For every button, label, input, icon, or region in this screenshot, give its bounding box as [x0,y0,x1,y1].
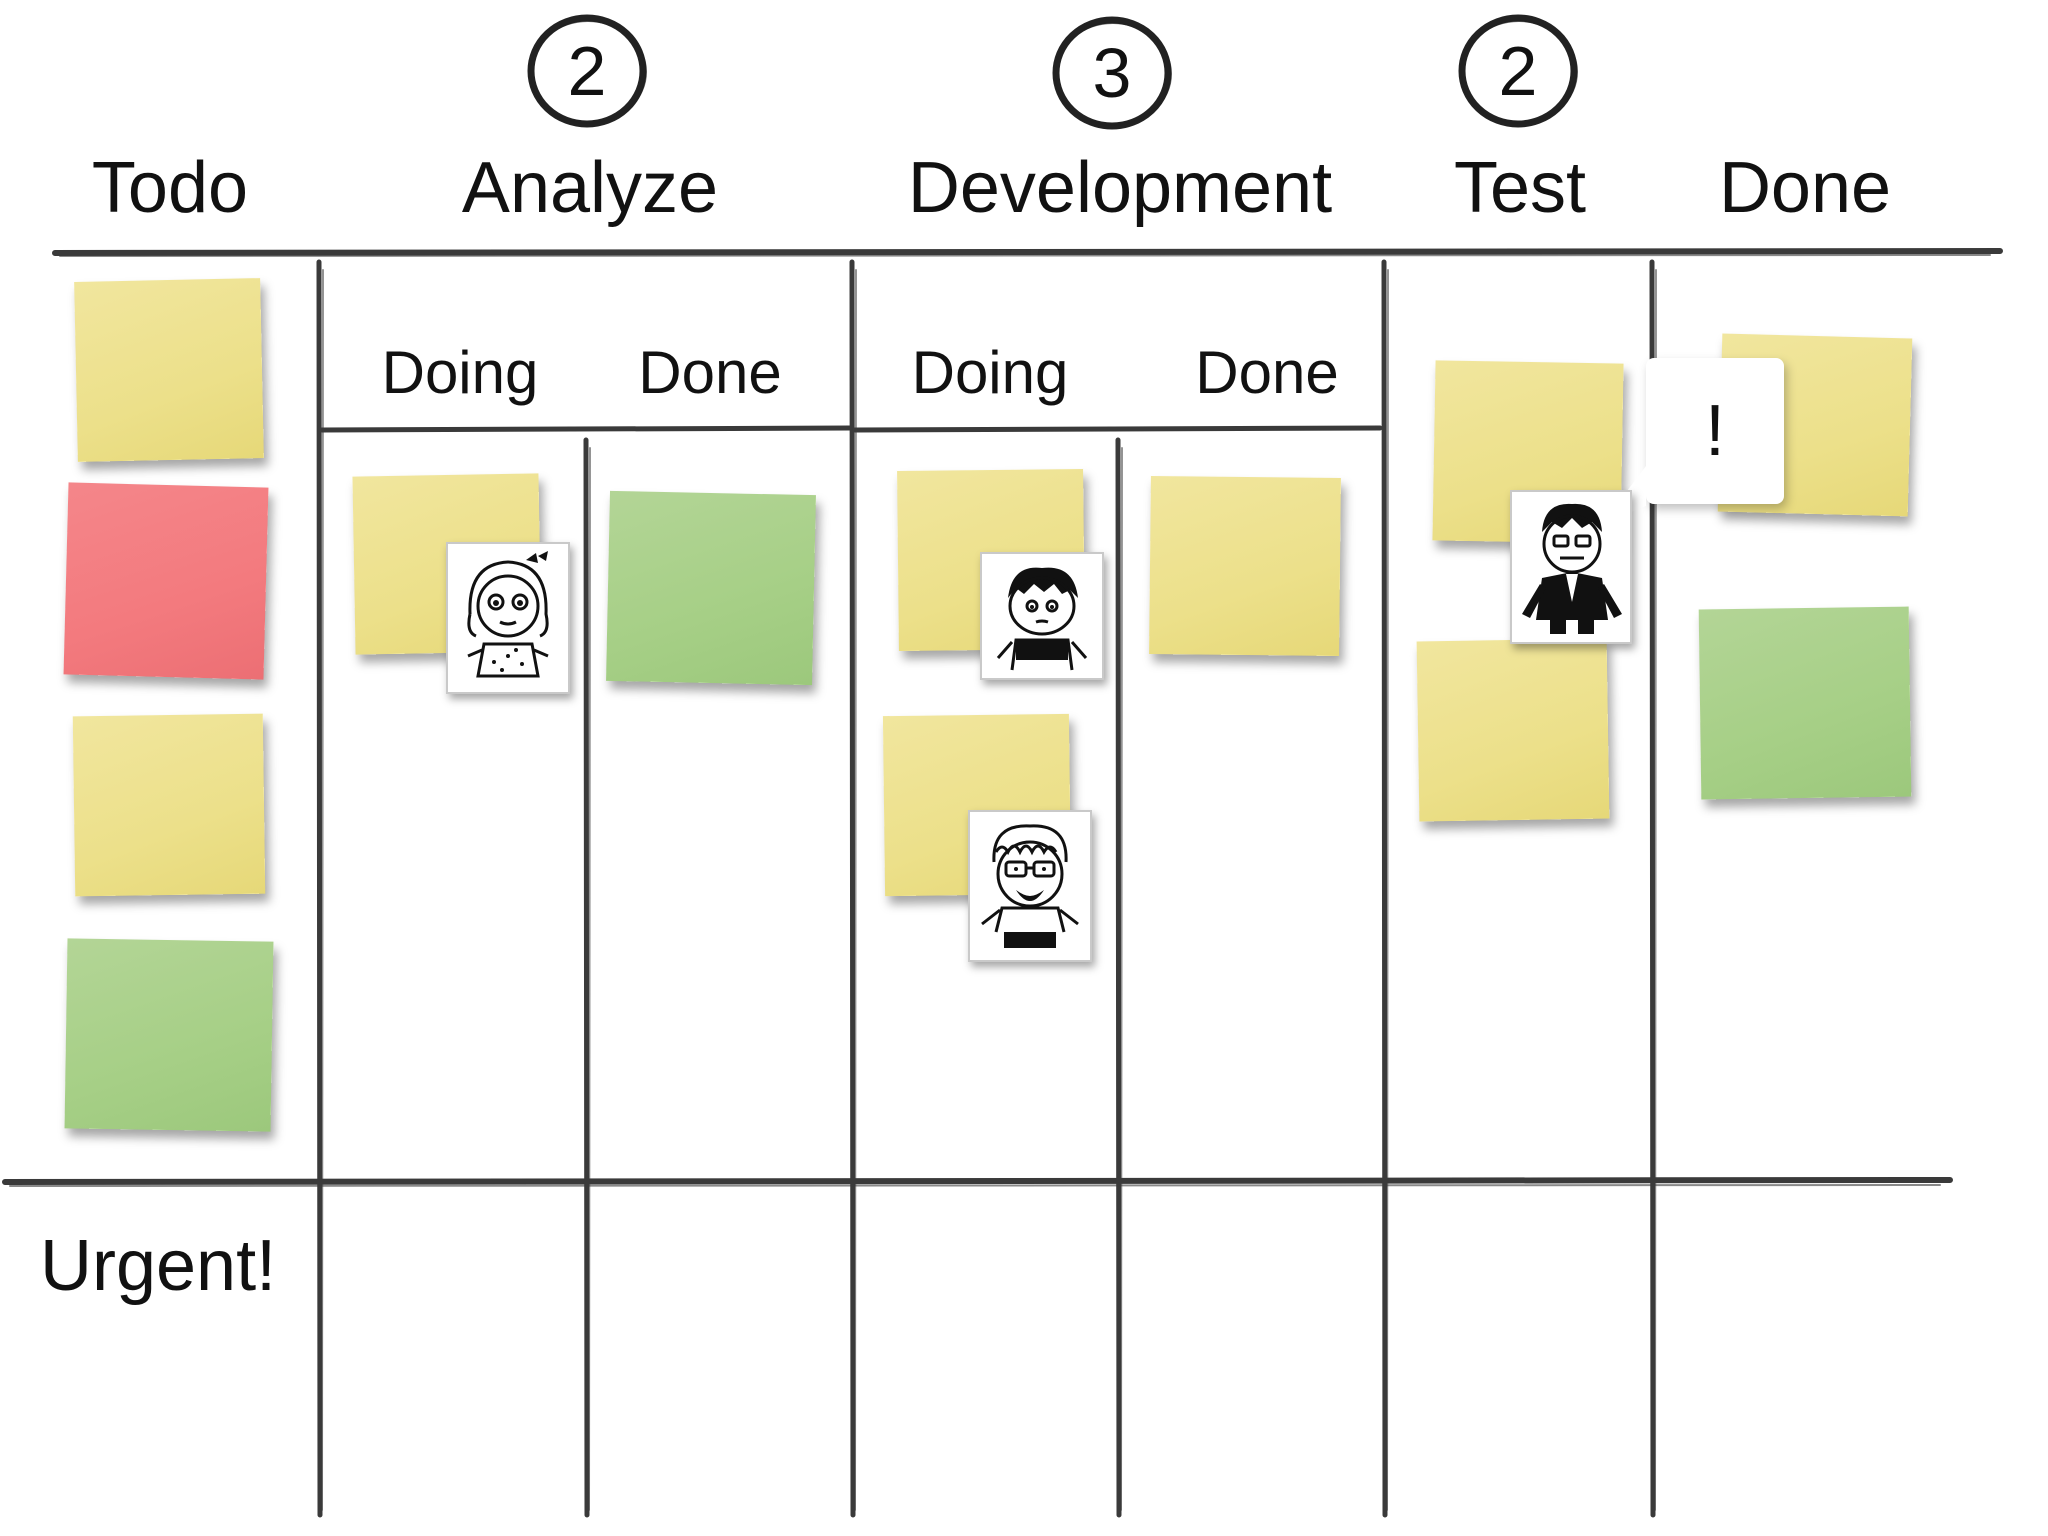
wip-limit-test: 2 [1456,12,1580,130]
blocker-speech-bubble: ! [1602,358,1784,524]
analyze-subheader-line [319,425,853,433]
wip-limit-analyze-value: 2 [567,32,607,110]
avatar-boy-with-messy-hair[interactable] [980,552,1104,680]
swimlane-label-urgent: Urgent! [40,1226,277,1306]
suit-man-avatar-icon [1522,503,1622,634]
column-header-todo: Todo [91,148,249,228]
urgent-lane-divider [2,1177,1953,1185]
sticky-note[interactable] [63,482,269,680]
column-header-done: Done [1718,148,1892,228]
column-header-development: Development [907,148,1333,228]
sticky-note[interactable] [64,938,274,1132]
sticky-note[interactable] [74,278,264,462]
subheader-analyze-done: Done [638,339,782,406]
avatar-man-with-glasses-and-beard[interactable] [968,810,1092,962]
wip-limit-development: 3 [1050,14,1174,132]
sticky-note[interactable] [72,713,266,897]
avatar-man-in-suit[interactable] [1510,490,1632,644]
bearded-man-avatar-icon [981,824,1079,948]
wip-limit-development-value: 3 [1092,34,1132,112]
boy-avatar-icon [996,567,1088,671]
sticky-note[interactable] [1416,638,1610,822]
avatar-girl-with-bow[interactable] [446,542,570,694]
header-divider [52,248,2003,256]
divider-todo-analyze [316,259,323,1518]
divider-analyze-doing-done [583,437,590,1518]
subheader-development-done: Done [1195,339,1339,406]
wip-limit-test-value: 2 [1498,32,1538,110]
subheader-development-doing: Doing [911,339,1069,406]
sticky-note[interactable] [1149,476,1341,656]
sticky-note[interactable] [606,490,816,686]
blocker-text: ! [1704,391,1725,471]
sticky-note[interactable] [1698,606,1912,800]
divider-analyze-development [849,259,856,1518]
development-subheader-line [852,425,1383,433]
divider-development-test [1381,259,1388,1518]
column-header-analyze: Analyze [461,148,719,228]
wip-limit-analyze: 2 [525,12,649,130]
girl-avatar-icon [467,551,549,678]
column-header-test: Test [1453,148,1587,228]
subheader-analyze-doing: Doing [381,339,539,406]
divider-development-doing-done [1115,437,1122,1518]
